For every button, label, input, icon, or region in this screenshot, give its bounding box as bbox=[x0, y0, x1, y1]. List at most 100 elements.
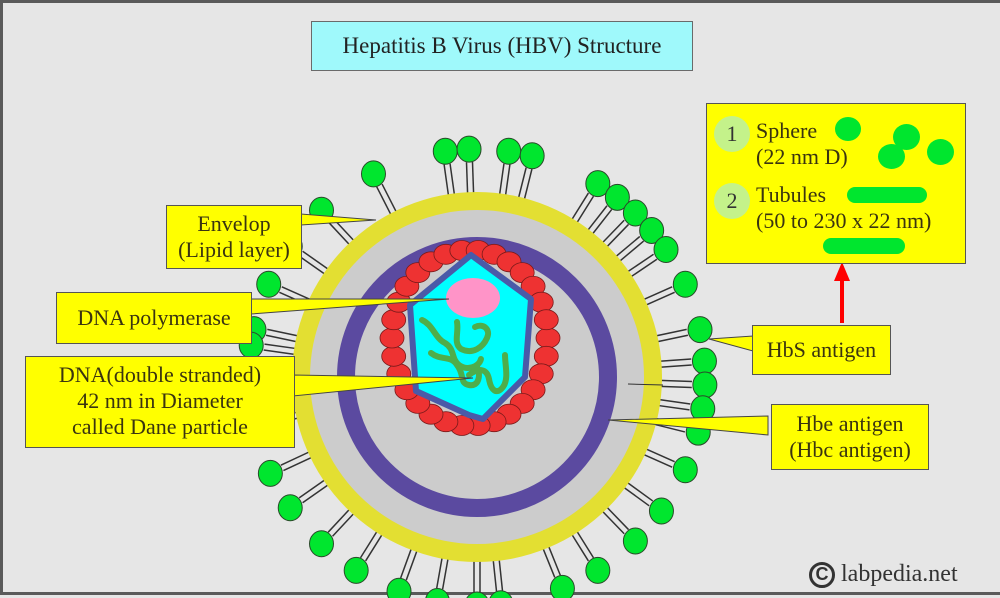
spike-stalk bbox=[441, 557, 449, 590]
spike-stalk bbox=[614, 235, 641, 258]
spike-stalk bbox=[267, 328, 299, 337]
spike-stalk bbox=[655, 328, 687, 337]
spike-stalk bbox=[642, 453, 673, 468]
spike-stalk bbox=[449, 163, 456, 196]
surface-antigen-head bbox=[622, 199, 648, 227]
spike-stalk bbox=[658, 398, 691, 405]
spike-stalk bbox=[405, 549, 418, 581]
spike-stalk bbox=[656, 334, 689, 343]
diagram-title: Hepatitis B Virus (HBV) Structure bbox=[311, 21, 693, 71]
spike-stalk bbox=[570, 533, 590, 562]
sphere-particle-icon bbox=[927, 139, 954, 165]
spike-stalk bbox=[542, 547, 556, 578]
hbe-antigen-label: Hbe antigen (Hbc antigen) bbox=[771, 404, 929, 470]
surface-antigen-head bbox=[432, 137, 458, 165]
dna-label-line3: called Dane particle bbox=[72, 414, 248, 439]
spike-stalk bbox=[504, 164, 511, 197]
spike-stalk bbox=[364, 533, 384, 562]
surface-antigen-head bbox=[309, 530, 335, 558]
spike-stalk bbox=[302, 483, 330, 504]
spike-stalk bbox=[327, 508, 351, 533]
surface-antigen-head bbox=[277, 494, 303, 522]
envelop-label: Envelop (Lipid layer) bbox=[166, 205, 302, 269]
spike-stalk bbox=[465, 162, 469, 195]
legend-tubules-name: Tubules bbox=[756, 182, 827, 207]
spike-stalk bbox=[626, 253, 654, 273]
spike-stalk bbox=[653, 423, 686, 433]
spike-stalk bbox=[492, 559, 498, 592]
hbs-antigen-label: HbS antigen bbox=[752, 325, 891, 375]
spike-stalk bbox=[498, 558, 504, 591]
dna-polymerase-label: DNA polymerase bbox=[56, 292, 252, 344]
dna-polymerase-shape bbox=[446, 278, 500, 318]
surface-antigen-head bbox=[585, 556, 611, 584]
arrow-head bbox=[834, 262, 850, 281]
spike-stalk bbox=[601, 219, 625, 244]
surface-antigen-head bbox=[466, 591, 488, 598]
envelop-label-line1: Envelop bbox=[197, 211, 271, 236]
surface-antigen-head bbox=[360, 160, 386, 188]
core-protein bbox=[533, 309, 559, 331]
spike-stalk bbox=[547, 545, 562, 576]
legend-number-1: 1 bbox=[714, 116, 750, 152]
spike-stalk bbox=[376, 186, 392, 216]
surface-antigen-head bbox=[687, 316, 713, 344]
dna-label: DNA(double stranded) 42 nm in Diameter c… bbox=[25, 356, 295, 448]
hbe-pointer bbox=[607, 415, 769, 436]
surface-antigen-head bbox=[672, 270, 698, 298]
surface-antigen-head bbox=[585, 170, 611, 198]
tubule-particle-icon bbox=[847, 187, 927, 203]
spike-stalk bbox=[298, 255, 326, 276]
spike-stalk bbox=[618, 240, 645, 263]
surface-antigen-head bbox=[519, 142, 545, 170]
surface-antigen-head bbox=[256, 270, 282, 298]
site-name: labpedia.net bbox=[841, 561, 958, 587]
sphere-particle-icon bbox=[878, 144, 905, 169]
surface-antigen-head bbox=[653, 236, 679, 264]
envelop-label-line2: (Lipid layer) bbox=[178, 237, 290, 262]
surface-antigen-head bbox=[639, 216, 665, 244]
dna-label-line1: DNA(double stranded) bbox=[58, 362, 262, 387]
spike-stalk bbox=[263, 349, 296, 356]
spike-stalk bbox=[575, 530, 595, 559]
spike-stalk bbox=[626, 481, 654, 502]
tubule-particle-icon bbox=[823, 238, 905, 254]
legend-tubules-detail: (50 to 230 x 22 nm) bbox=[756, 208, 932, 233]
spike-stalk bbox=[517, 167, 527, 199]
spike-stalk bbox=[471, 162, 475, 195]
spike-stalk bbox=[659, 379, 692, 383]
spike-stalk bbox=[359, 530, 379, 559]
spike-stalk bbox=[575, 195, 595, 224]
spike-stalk bbox=[605, 506, 630, 531]
legend-sphere-detail: (22 nm D) bbox=[756, 144, 848, 169]
spike-stalk bbox=[591, 208, 613, 236]
core-protein bbox=[381, 345, 407, 367]
surface-antigen-head bbox=[549, 574, 575, 598]
spike-stalk bbox=[498, 163, 505, 196]
surface-antigen-head bbox=[691, 347, 717, 375]
surface-antigen-head bbox=[489, 590, 513, 598]
spike-stalk bbox=[298, 478, 326, 499]
core-protein bbox=[535, 327, 561, 349]
surface-antigen-head bbox=[672, 456, 698, 484]
core-protein bbox=[533, 345, 559, 367]
spike-stalk bbox=[570, 192, 590, 221]
spike-stalk bbox=[435, 556, 444, 589]
spike-stalk bbox=[642, 286, 673, 301]
spike-stalk bbox=[601, 510, 625, 535]
surface-antigen-head bbox=[604, 183, 630, 211]
hbe-antigen-label-line1: Hbe antigen bbox=[796, 411, 904, 436]
surface-antigen-head bbox=[692, 371, 718, 399]
spike-stalk bbox=[381, 183, 398, 213]
surface-antigen-head bbox=[648, 497, 674, 525]
spike-stalk bbox=[327, 221, 351, 246]
spike-stalk bbox=[281, 286, 312, 301]
spike-stalk bbox=[622, 486, 650, 507]
spike-stalk bbox=[659, 385, 692, 389]
surface-antigen-head bbox=[622, 527, 648, 555]
spike-stalk bbox=[657, 404, 690, 411]
hbe-antigen-label-line2: (Hbc antigen) bbox=[789, 437, 911, 462]
spike-stalk bbox=[629, 258, 658, 278]
dna-label-line2: 42 nm in Diameter bbox=[77, 388, 243, 413]
